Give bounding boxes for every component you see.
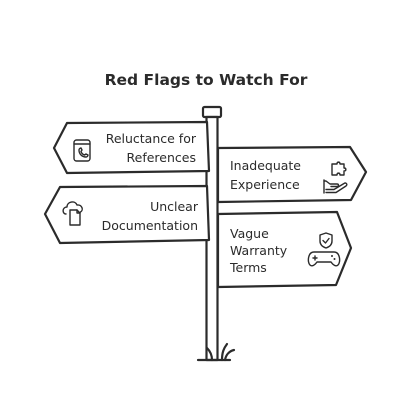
phone-document-icon (73, 139, 91, 162)
grass-tuft (196, 342, 236, 362)
sign-label-line: References (127, 150, 196, 165)
diagram-title: Red Flags to Watch For (105, 71, 308, 89)
sign-label-line: Reluctance for (106, 131, 197, 146)
sign-label-line: Terms (229, 260, 267, 275)
cloud-document-icon (62, 201, 83, 226)
sign-unclear-documentation: Unclear Documentation (43, 184, 211, 245)
sign-label-line: Unclear (150, 199, 199, 214)
post-cap (201, 105, 223, 119)
sign-label-line: Documentation (102, 218, 198, 233)
sign-reluctance-for-references: Reluctance for References (52, 120, 211, 175)
sign-vague-warranty-terms: Vague Warranty Terms (216, 210, 353, 289)
sign-label-line: Inadequate (230, 158, 301, 173)
sign-inadequate-experience: Inadequate Experience (216, 145, 368, 204)
sign-label-line: Warranty (230, 243, 288, 258)
sign-label-line: Experience (230, 177, 300, 192)
sign-label-line: Vague (230, 226, 269, 241)
hand-puzzle-icon (323, 161, 348, 194)
shield-gamepad-icon (307, 232, 341, 267)
